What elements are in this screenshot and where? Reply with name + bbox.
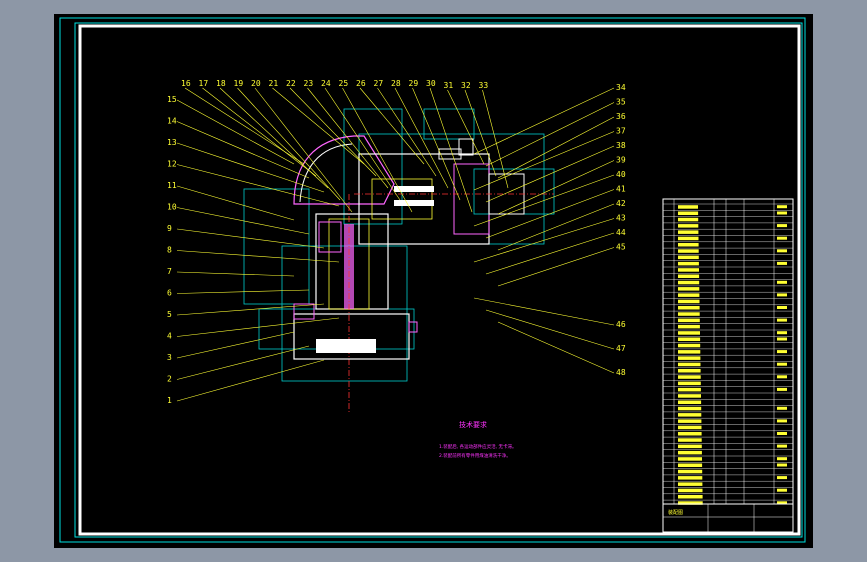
balloon-right-1: 35 — [616, 98, 626, 107]
balloon-left-8: 7 — [167, 267, 172, 276]
balloon-right-6: 40 — [616, 170, 626, 179]
balloon-top-11: 27 — [374, 79, 384, 88]
balloon-right-9: 43 — [616, 214, 626, 223]
balloon-right-12: 46 — [616, 320, 626, 329]
balloon-right-7: 41 — [616, 185, 626, 194]
balloon-left-6: 9 — [167, 224, 172, 233]
balloon-top-10: 26 — [356, 79, 366, 88]
balloon-top-9: 25 — [339, 79, 349, 88]
balloon-left-12: 3 — [167, 353, 172, 362]
balloon-labels-left: 15 14 13 12 11 10 9 8 7 6 5 4 3 2 1 — [167, 95, 177, 405]
balloon-left-9: 6 — [167, 289, 172, 298]
balloon-top-14: 30 — [426, 79, 436, 88]
balloon-left-3: 12 — [167, 160, 177, 169]
balloon-right-14: 48 — [616, 368, 626, 377]
balloon-left-2: 13 — [167, 138, 177, 147]
balloon-left-1: 14 — [167, 117, 177, 126]
balloon-left-10: 5 — [167, 310, 172, 319]
balloon-left-0: 15 — [167, 95, 177, 104]
title-block: 装配图 — [662, 503, 794, 533]
drawing-name: 装配图 — [668, 509, 683, 516]
balloon-top-16: 32 — [461, 81, 471, 90]
balloon-top-1: 17 — [199, 79, 209, 88]
balloon-left-5: 10 — [167, 203, 177, 212]
outer-border — [59, 17, 806, 543]
leader-lines — [176, 87, 615, 402]
balloon-top-4: 20 — [251, 79, 261, 88]
balloon-top-3: 19 — [234, 79, 244, 88]
balloon-left-13: 2 — [167, 375, 172, 384]
balloon-left-11: 4 — [167, 332, 172, 341]
balloon-top-8: 24 — [321, 79, 331, 88]
balloon-labels-right: 34 35 36 37 38 39 40 41 42 43 44 45 46 47 48 — [616, 83, 626, 377]
balloon-right-4: 38 — [616, 141, 626, 150]
notes-title: 技术要求 — [459, 420, 487, 429]
balloon-top-6: 22 — [286, 79, 296, 88]
balloon-right-11: 45 — [616, 243, 626, 252]
balloon-right-8: 42 — [616, 199, 626, 208]
balloon-top-17: 33 — [479, 81, 489, 90]
balloon-top-12: 28 — [391, 79, 401, 88]
balloon-right-10: 44 — [616, 228, 626, 237]
balloon-right-2: 36 — [616, 112, 626, 121]
machine-section-view — [243, 108, 555, 412]
note-2: 2.装配前所有零件用煤油清洗干净。 — [439, 452, 511, 459]
balloon-right-13: 47 — [616, 344, 626, 353]
balloon-top-7: 23 — [304, 79, 314, 88]
balloon-right-0: 34 — [616, 83, 626, 92]
inner-border — [74, 22, 803, 538]
drawing-frame — [78, 24, 801, 536]
balloon-left-4: 11 — [167, 181, 177, 190]
note-1: 1.装配后, 各运动部件应灵活, 无卡滞。 — [439, 443, 517, 450]
balloon-top-2: 18 — [216, 79, 226, 88]
balloon-left-14: 1 — [167, 396, 172, 405]
balloon-labels-top: 16 17 18 19 20 21 22 23 24 25 26 27 28 29 30 31 32 33 — [181, 79, 488, 90]
balloon-right-3: 37 — [616, 127, 626, 136]
balloon-top-5: 21 — [269, 79, 279, 88]
balloon-top-0: 16 — [181, 79, 191, 88]
parts-list-table — [662, 198, 794, 533]
balloon-top-15: 31 — [444, 81, 454, 90]
balloon-top-13: 29 — [409, 79, 419, 88]
balloon-left-7: 8 — [167, 246, 172, 255]
balloon-right-5: 39 — [616, 156, 626, 165]
